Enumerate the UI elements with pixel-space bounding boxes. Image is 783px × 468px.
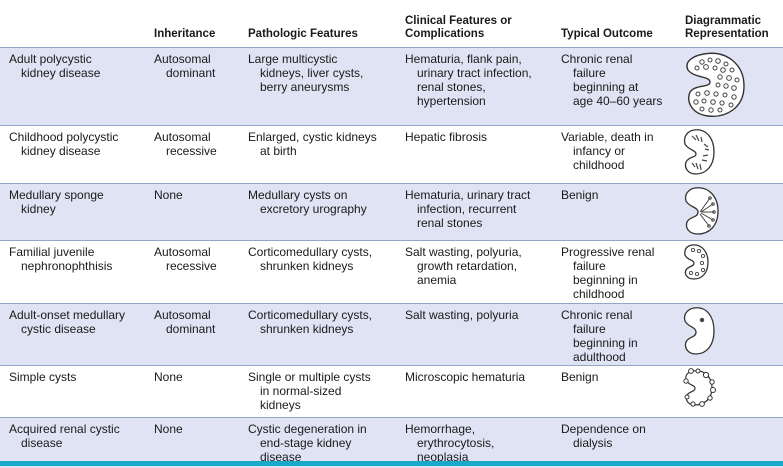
- outcome-cell: Benign: [561, 370, 599, 384]
- header-disease: [0, 0, 145, 48]
- inheritance-cell: None: [154, 422, 183, 436]
- medullary-sponge-kidney-icon: [684, 187, 719, 235]
- pathologic-cell: Corticomedullary cysts,shrunken kidneys: [248, 245, 373, 273]
- clinical-cell: Hemorrhage,erythrocytosis,neoplasia: [405, 422, 495, 464]
- bottom-accent-bar: [0, 461, 783, 466]
- table-row: Simple cysts None Single or multiple cys…: [0, 365, 783, 418]
- header-inheritance: Inheritance: [145, 0, 239, 48]
- header-typical-outcome: Typical Outcome: [552, 0, 676, 48]
- medullary-cystic-kidney-icon: [683, 307, 715, 355]
- clinical-cell: Hematuria, flank pain,urinary tract infe…: [405, 52, 532, 108]
- clinical-cell: Microscopic hematuria: [405, 370, 526, 384]
- diagram-cell: [676, 184, 783, 241]
- inheritance-cell: None: [154, 370, 183, 384]
- outcome-cell: Benign: [561, 188, 599, 202]
- childhood-polycystic-kidney-icon: [683, 129, 715, 175]
- diagram-cell: [676, 418, 783, 468]
- header-pathologic-features: Pathologic Features: [239, 0, 396, 48]
- disease-cell: Simple cysts: [9, 370, 77, 384]
- simple-cysts-kidney-icon: [683, 368, 716, 407]
- pathologic-cell: Corticomedullary cysts,shrunken kidneys: [248, 308, 373, 336]
- clinical-cell: Salt wasting, polyuria: [405, 308, 519, 322]
- diagram-cell: [676, 241, 783, 304]
- adult-polycystic-kidney-icon: [686, 52, 745, 117]
- nephronophthisis-kidney-icon: [684, 244, 709, 280]
- clinical-cell: Hepatic fibrosis: [405, 130, 488, 144]
- acquired-cystic-kidney-icon: [682, 420, 692, 430]
- diagram-cell: [676, 48, 783, 126]
- diagram-cell: [676, 126, 783, 184]
- inheritance-cell: None: [154, 188, 183, 202]
- clinical-cell: Salt wasting, polyuria,growth retardatio…: [405, 245, 522, 287]
- header-row: Inheritance Pathologic Features Clinical…: [0, 0, 783, 48]
- diagram-cell: [676, 366, 783, 418]
- diagram-cell: [676, 304, 783, 366]
